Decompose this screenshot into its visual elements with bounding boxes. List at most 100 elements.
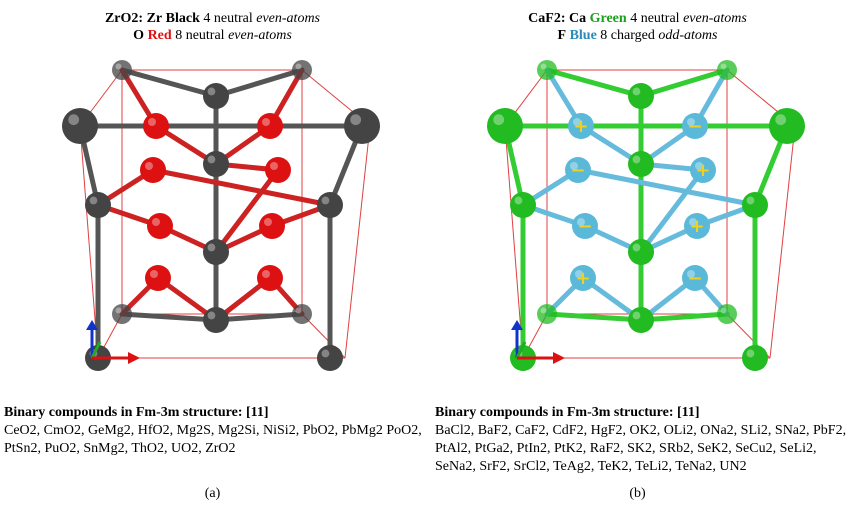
cation-atom	[717, 60, 737, 80]
atom-highlight	[577, 218, 585, 226]
axis-triad	[86, 320, 140, 364]
atom-highlight	[632, 87, 641, 96]
anion-atom	[257, 265, 283, 291]
atom-highlight	[687, 118, 695, 126]
atom-highlight	[89, 196, 98, 205]
element-symbol: F	[557, 28, 567, 43]
atom-type-text: even-atoms	[683, 11, 747, 26]
cation-atom	[742, 192, 768, 218]
anion-atom	[140, 157, 166, 183]
atom-highlight	[207, 155, 216, 164]
atom-highlight	[570, 162, 578, 170]
atom-highlight	[746, 196, 755, 205]
atom-highlight	[575, 270, 583, 278]
cation-atom	[292, 304, 312, 324]
atom-highlight	[350, 114, 362, 126]
atom-highlight	[115, 307, 122, 314]
anion-atom	[684, 213, 710, 239]
cation-atom	[203, 239, 229, 265]
anion-atom	[682, 113, 708, 139]
charge-sign: −	[687, 268, 702, 289]
anion-atom	[259, 213, 285, 239]
compounds-block: Binary compounds in Fm-3m structure: [11…	[435, 404, 847, 476]
anion-atom	[565, 157, 591, 183]
cation-atom	[317, 192, 343, 218]
bond	[213, 311, 305, 323]
atom-highlight	[321, 196, 330, 205]
atom-highlight	[295, 307, 302, 314]
cation-atom	[769, 108, 805, 144]
cation-atom	[510, 192, 536, 218]
atom-highlight	[321, 349, 330, 358]
axis-arrow-x	[128, 352, 140, 364]
atom-highlight	[262, 118, 270, 126]
atom-highlight	[720, 63, 727, 70]
cation-atom	[292, 60, 312, 80]
atom-highlight	[573, 118, 581, 126]
compounds-heading: Binary compounds in Fm-3m structure: [11…	[435, 405, 700, 420]
color-word-red: Red	[147, 28, 172, 43]
atom-highlight	[540, 307, 547, 314]
formula: CaF2:	[528, 11, 566, 26]
atom-highlight	[632, 311, 641, 320]
axis-arrow-z	[86, 320, 98, 330]
anion-atom	[682, 265, 708, 291]
bond	[119, 311, 219, 323]
count-text: 8 neutral	[175, 28, 225, 43]
cation-atom	[85, 192, 111, 218]
bond	[150, 167, 333, 208]
atom-highlight	[295, 63, 302, 70]
charge-sign: +	[573, 116, 588, 137]
color-word-blue: Blue	[569, 28, 597, 43]
atom-highlight	[264, 218, 272, 226]
charge-sign: −	[577, 216, 592, 237]
element-symbol: O	[133, 28, 145, 43]
cation-atom	[203, 307, 229, 333]
bond	[575, 167, 758, 208]
anion-atom	[147, 213, 173, 239]
anion-atom	[265, 157, 291, 183]
atom-highlight	[775, 114, 787, 126]
cell-edge	[769, 125, 796, 359]
charge-sign: −	[687, 116, 702, 137]
atom-highlight	[145, 162, 153, 170]
bond	[213, 67, 305, 99]
atom-type-text: odd-atoms	[658, 28, 718, 43]
crystal-structure-caf2: +−−+−++−	[487, 60, 805, 371]
atom-highlight	[720, 307, 727, 314]
count-text: 4 neutral	[630, 11, 680, 26]
title-line-2: F Blue 8 charged odd-atoms	[425, 27, 850, 44]
axis-arrow-z	[511, 320, 523, 330]
compounds-list: CeO2, CmO2, GeMg2, HfO2, Mg2S, Mg2Si, Ni…	[4, 423, 422, 456]
cation-atom	[487, 108, 523, 144]
atom-highlight	[207, 87, 216, 96]
charge-sign: +	[695, 160, 710, 181]
compounds-block: Binary compounds in Fm-3m structure: [11…	[4, 404, 424, 458]
cation-atom	[628, 307, 654, 333]
charge-sign: +	[689, 216, 704, 237]
panel-caption: (a)	[204, 486, 221, 501]
cation-atom	[628, 151, 654, 177]
anion-atom	[568, 113, 594, 139]
atom-highlight	[493, 114, 505, 126]
cation-atom	[344, 108, 380, 144]
element-symbol: Ca	[568, 11, 587, 26]
title-line-1: CaF2: Ca Green 4 neutral even-atoms	[425, 10, 850, 27]
cation-atom	[203, 83, 229, 109]
bond	[544, 311, 644, 323]
cell-edge	[344, 125, 371, 359]
anion-atom	[572, 213, 598, 239]
atom-highlight	[207, 243, 216, 252]
bond	[638, 67, 730, 99]
anion-atom	[143, 113, 169, 139]
charge-sign: −	[570, 160, 585, 181]
cation-atom	[742, 345, 768, 371]
cation-atom	[537, 60, 557, 80]
atom-type-text: even-atoms	[228, 28, 292, 43]
bond	[638, 311, 730, 323]
cation-atom	[203, 151, 229, 177]
color-word-green: Green	[589, 11, 627, 26]
atom-highlight	[68, 114, 80, 126]
atom-highlight	[632, 243, 641, 252]
cation-atom	[717, 304, 737, 324]
